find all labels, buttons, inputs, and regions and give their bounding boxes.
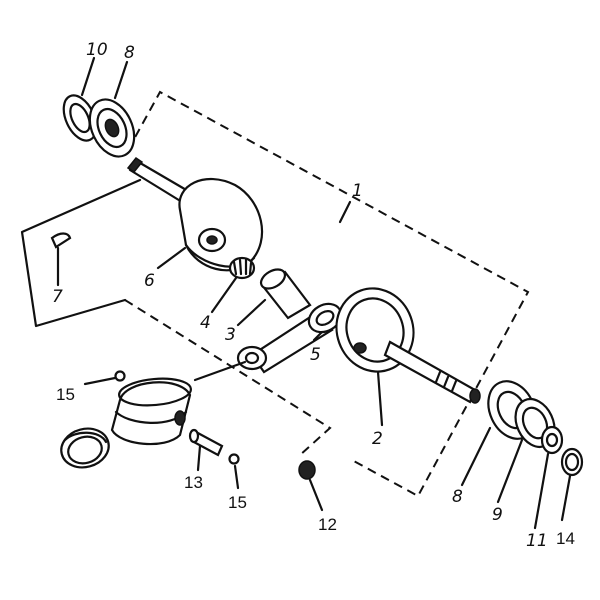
connecting-rod-5 xyxy=(236,302,343,374)
oil-seal-10 xyxy=(62,94,98,142)
label-part-8-bottom: 8 xyxy=(452,487,463,507)
piston-rings xyxy=(60,427,110,469)
crank-pin-3 xyxy=(259,268,312,320)
assembly-boundary-lower xyxy=(124,299,332,456)
piston-pin-13 xyxy=(188,428,224,457)
label-part-10: 10 xyxy=(86,40,108,60)
label-part-5: 5 xyxy=(310,345,321,365)
assembly-boundary xyxy=(127,90,530,498)
label-part-13: 13 xyxy=(184,473,203,492)
washer-14 xyxy=(560,447,584,477)
label-part-8-top: 8 xyxy=(124,43,135,63)
label-part-15-right: 15 xyxy=(228,493,247,512)
piston xyxy=(110,377,192,446)
circlip-15-left xyxy=(114,370,126,382)
label-part-9: 9 xyxy=(492,505,503,525)
circlip-15-right xyxy=(228,453,240,465)
needle-bearing-4 xyxy=(228,256,256,280)
bearing-8-top xyxy=(88,98,136,158)
nut-11 xyxy=(540,425,564,455)
label-part-15-left: 15 xyxy=(56,385,75,404)
label-part-11: 11 xyxy=(526,531,548,551)
label-part-2: 2 xyxy=(372,429,383,449)
leader-lines xyxy=(56,56,572,530)
woodruff-key-7 xyxy=(50,232,72,249)
small-end-bearing-12 xyxy=(298,460,316,480)
bracket-line xyxy=(20,178,142,328)
crank-half-right-2 xyxy=(335,287,481,404)
label-part-14: 14 xyxy=(556,529,575,548)
crank-half-left-6 xyxy=(126,156,264,272)
label-part-1: 1 xyxy=(352,181,363,201)
label-part-4: 4 xyxy=(200,313,211,333)
label-part-6: 6 xyxy=(144,271,155,291)
label-part-3: 3 xyxy=(225,325,236,345)
label-part-7: 7 xyxy=(52,287,63,307)
label-part-12: 12 xyxy=(318,515,337,534)
